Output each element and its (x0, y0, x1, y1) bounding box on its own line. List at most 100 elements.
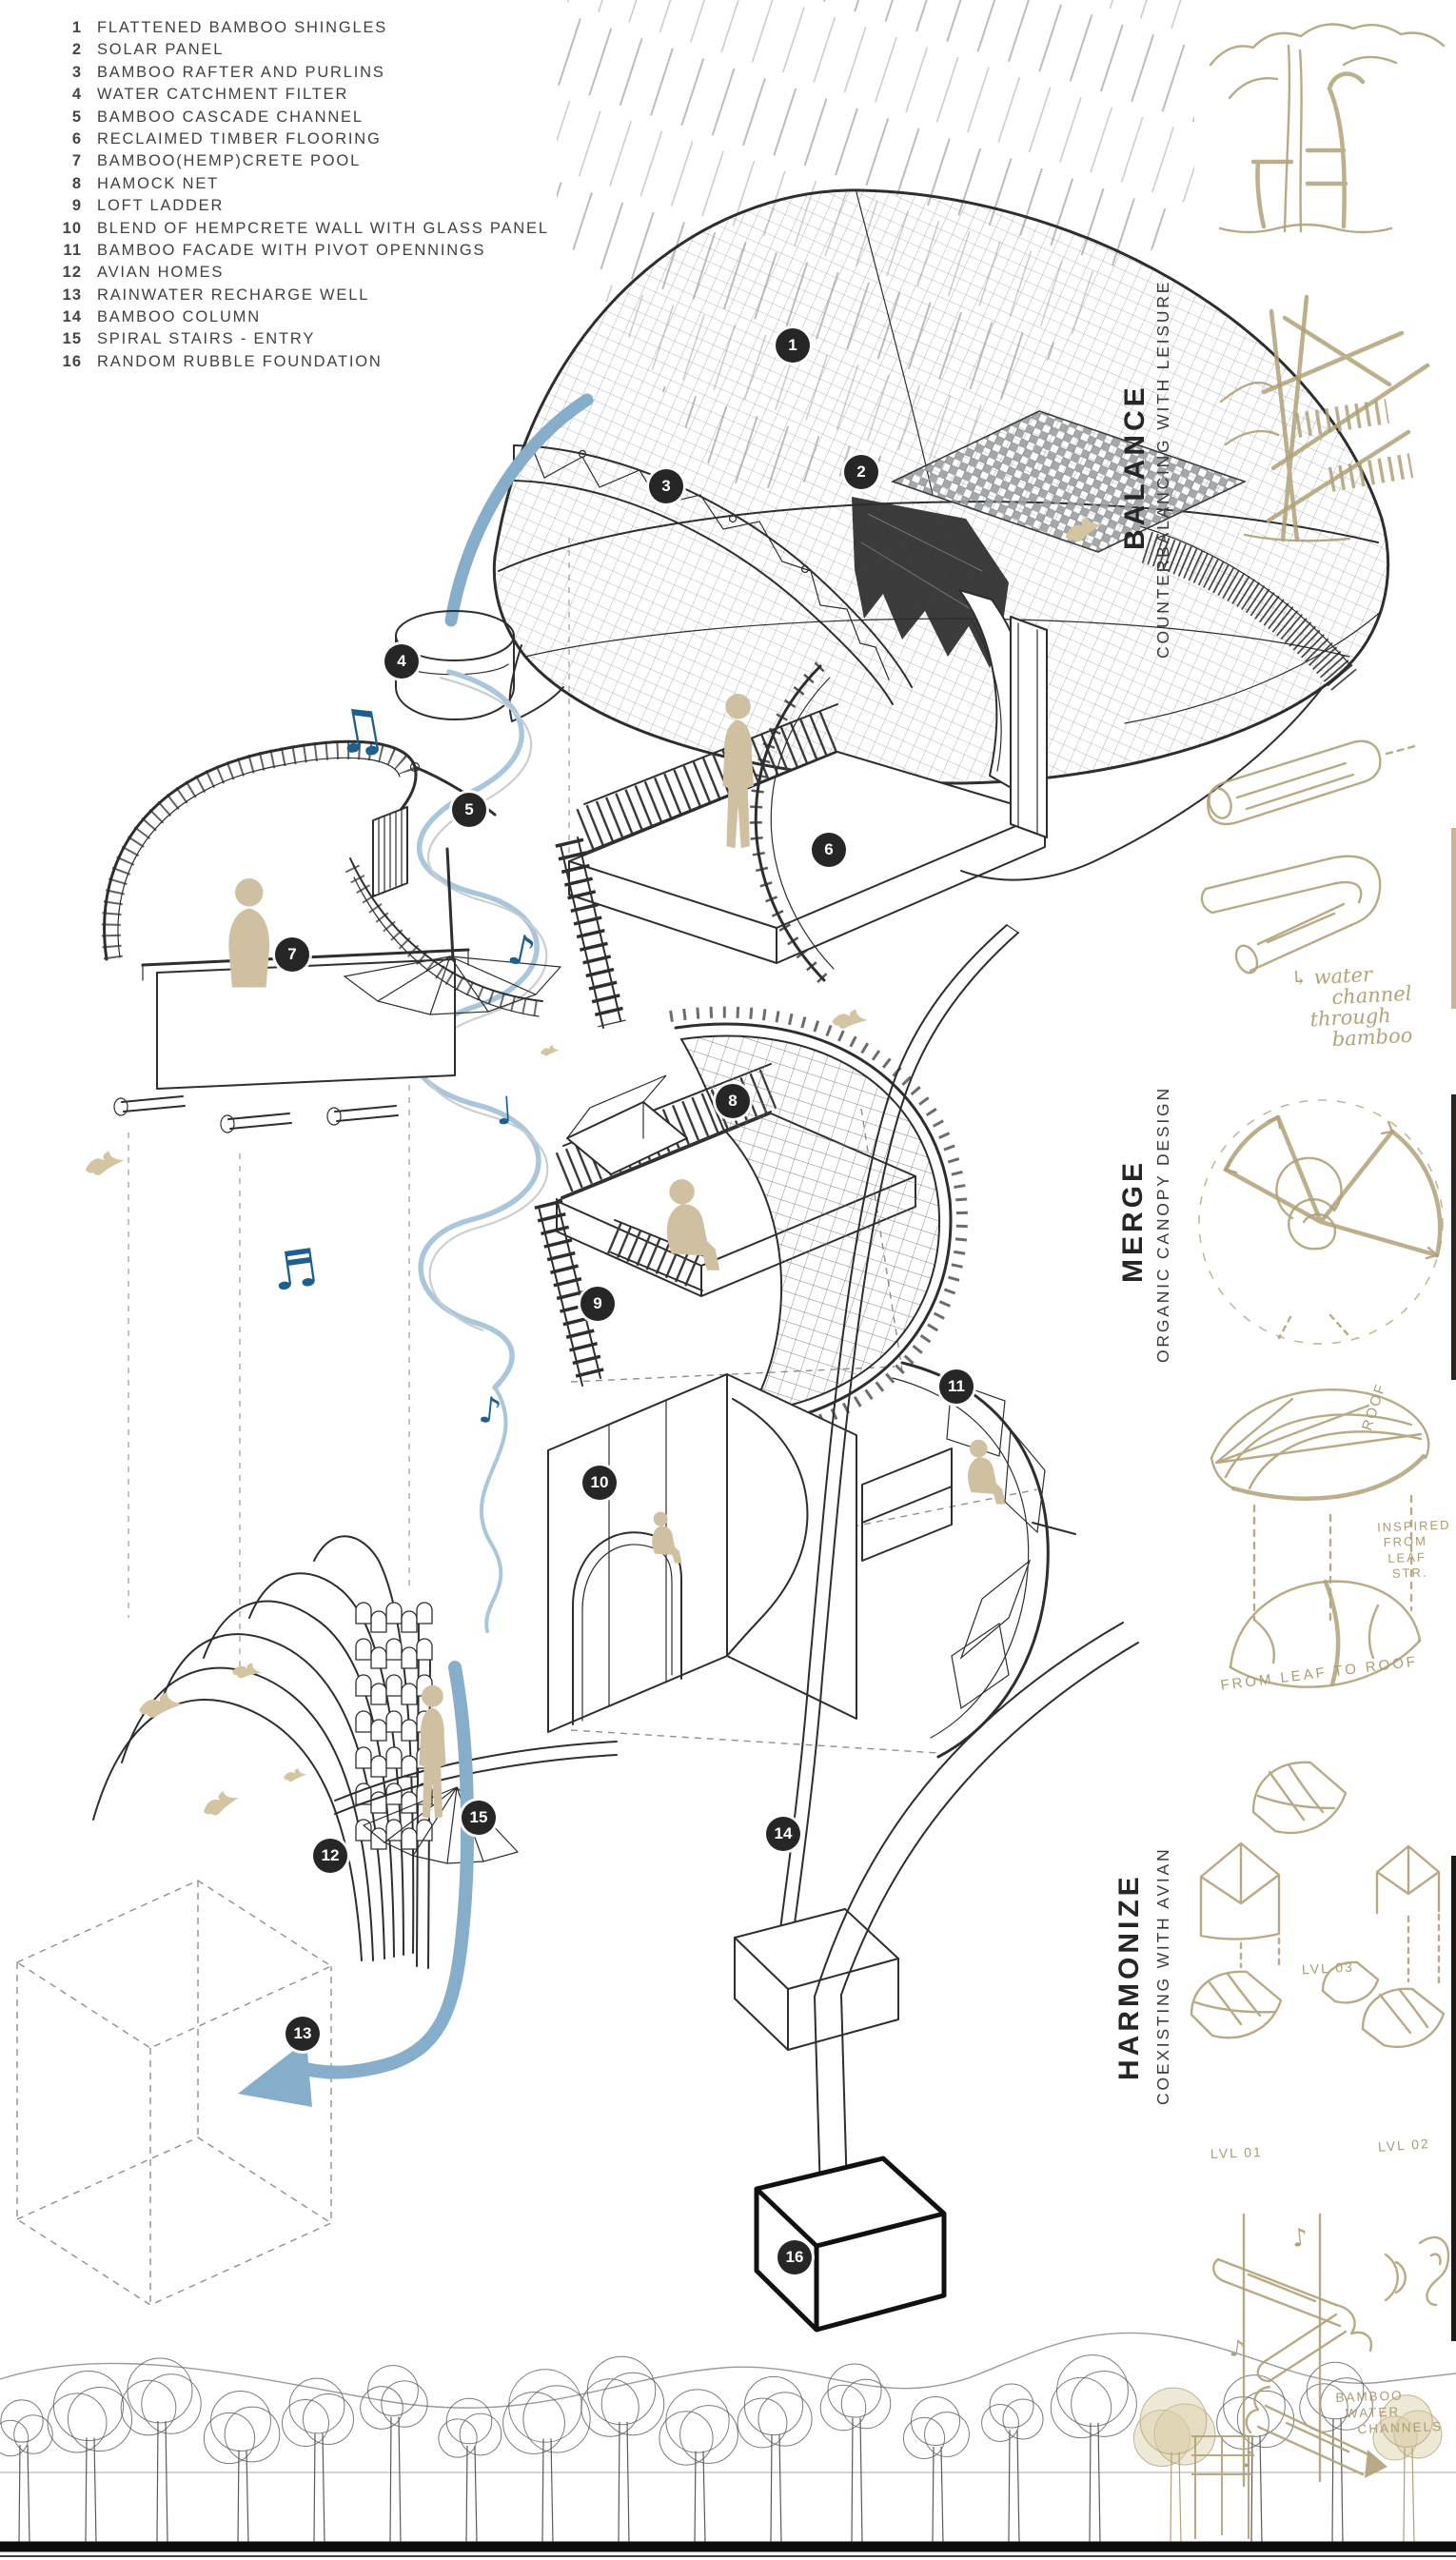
hempcrete-room (547, 1373, 953, 1733)
avian-home-nest (355, 1819, 372, 1841)
legend-item-number: 8 (71, 174, 82, 192)
section-title-merge: MERGE (1117, 1158, 1149, 1283)
legend-item: 5 BAMBOO CASCADE CHANNEL (49, 108, 549, 130)
badge-4: 4 (384, 644, 419, 679)
music-note-icon: ♪ (1290, 2223, 1309, 2254)
legend-item-label: RANDOM RUBBLE FOUNDATION (97, 352, 383, 370)
avian-home-nest (385, 1746, 403, 1769)
badge-15: 15 (462, 1801, 496, 1835)
avian-home-nest (401, 1791, 418, 1814)
tree (1050, 2354, 1137, 2544)
hammock-level (555, 1006, 968, 1443)
legend-item-number: 4 (71, 86, 82, 104)
legend-item-number: 3 (71, 63, 82, 81)
recharge-well (15, 1880, 333, 2306)
legend-item-label: BAMBOO FACADE WITH PIVOT OPENNINGS (97, 241, 486, 259)
avian-home-nest (401, 1610, 418, 1633)
legend-item-number: 10 (62, 219, 82, 237)
section-title-balance: BALANCE (1119, 384, 1151, 550)
bamboo-column-curved (734, 924, 1019, 2051)
person-in-pool (228, 878, 270, 988)
annotation-line: STR. (1391, 1565, 1428, 1581)
annotation-line: INSPIRED (1376, 1517, 1451, 1535)
legend-item: 11 BAMBOO FACADE WITH PIVOT OPENNINGS (49, 242, 549, 264)
legend-item-number: 9 (71, 197, 82, 215)
avian-home-nest (385, 1819, 403, 1841)
avian-home-nest (385, 1602, 403, 1625)
legend-item-number: 13 (62, 286, 82, 304)
badge-13: 13 (285, 2017, 320, 2051)
tree (819, 2363, 892, 2544)
annotation-line: bamboo (1331, 1023, 1413, 1052)
loft-ladder-mid (534, 1198, 606, 1387)
legend-item-label: SOLAR PANEL (97, 41, 225, 59)
spiral-stairs-upper (344, 847, 561, 1017)
badge-6: 6 (812, 833, 846, 867)
avian-home-nest (355, 1638, 372, 1661)
legend-item-number: 12 (62, 264, 82, 282)
badge-7: 7 (275, 937, 309, 972)
legend-item-number: 2 (71, 41, 82, 59)
tree (737, 2375, 813, 2544)
legend-item-number: 5 (71, 108, 82, 126)
tree (981, 2383, 1044, 2544)
avian-home-nest (401, 1646, 418, 1669)
tree (0, 2399, 53, 2544)
page-edge-strip (1451, 1856, 1456, 2341)
tree (120, 2357, 202, 2544)
legend-item: 2 SOLAR PANEL (49, 41, 549, 63)
tree-highlighted (1372, 2394, 1443, 2544)
upper-cabin-level (568, 589, 1048, 985)
music-note-icon: ♩ (493, 1089, 516, 1134)
avian-home-nest (370, 1683, 387, 1705)
page-edge-strip (1451, 828, 1456, 1009)
avian-home-nest (370, 1719, 387, 1742)
legend-item-label: BAMBOO COLUMN (97, 308, 261, 326)
treehouse-in-trees (1191, 2435, 1254, 2539)
avian-home-nest (355, 1710, 372, 1733)
legend-item-label: WATER CATCHMENT FILTER (97, 86, 349, 104)
sketch-tree-frame (1209, 23, 1446, 234)
avian-home-nest (401, 1683, 418, 1705)
avian-home-nest (416, 1602, 433, 1625)
sketch-canopy-plan (1198, 1099, 1444, 1345)
tree (282, 2377, 355, 2544)
avian-home-nest (370, 1646, 387, 1669)
legend-item-label: BAMBOO RAFTER AND PURLINS (97, 63, 385, 81)
treeline (0, 2332, 1456, 2557)
tree (438, 2397, 502, 2544)
tree (203, 2391, 281, 2544)
avian-home-nest (370, 1755, 387, 1778)
solar-panel (890, 410, 1248, 553)
legend-item-number: 7 (71, 152, 82, 170)
legend-item-number: 11 (63, 241, 82, 259)
avian-home-nest (355, 1602, 372, 1625)
annotation-lvl03: LVL 03 (1301, 1959, 1355, 1978)
bamboo-facade (892, 1361, 1076, 1759)
legend-item-number: 6 (71, 129, 82, 148)
legend-item-number: 14 (62, 308, 82, 326)
legend-item-label: BAMBOO(HEMP)CRETE POOL (97, 152, 362, 170)
legend-item-label: BAMBOO CASCADE CHANNEL (97, 108, 364, 126)
tree (659, 2389, 738, 2544)
annotation-lvl01: LVL 01 (1210, 2144, 1264, 2161)
avian-home-nest (385, 1710, 403, 1733)
avian-home-nest (355, 1746, 372, 1769)
tree (360, 2365, 428, 2544)
pool-deck (101, 739, 497, 1133)
badge-10: 10 (582, 1466, 617, 1500)
avian-home-nest (385, 1674, 403, 1697)
avian-home-nest (401, 1719, 418, 1742)
legend-item-number: 1 (71, 19, 82, 36)
avian-home-nest (370, 1610, 387, 1633)
spiral-stairs-entry (363, 1786, 519, 1864)
section-subtitle-harmonize: COEXISTING WITH AVIAN (1153, 1846, 1172, 2105)
sketch-tree-scaffold (1219, 294, 1430, 542)
